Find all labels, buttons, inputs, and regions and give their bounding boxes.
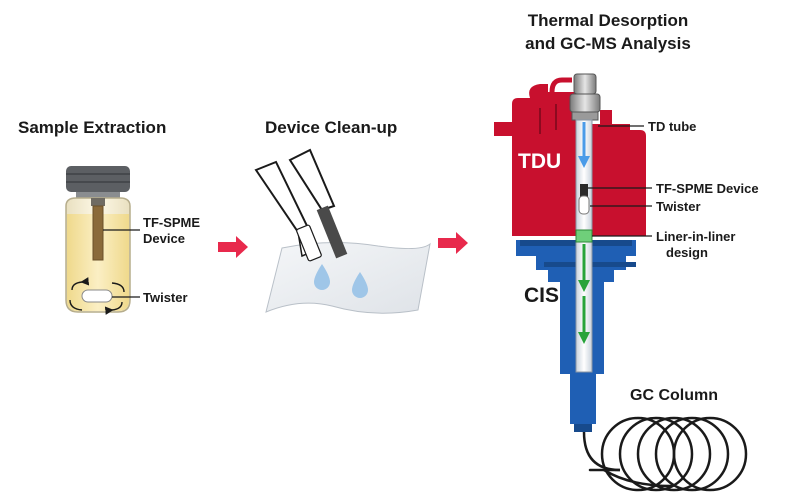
label-gc-column: GC Column [630,387,718,404]
label-td-tube: TD tube [648,119,696,134]
water-drop-2 [352,272,368,298]
title-sample-extraction: Sample Extraction [18,118,166,137]
label-twister: Twister [656,199,701,214]
title-thermal-line1: Thermal Desorption [528,11,689,30]
gc-column-coil [582,416,748,492]
tissue-paper [265,241,431,314]
title-device-cleanup: Device Clean-up [265,118,397,137]
instrument: TDU CIS [494,73,748,492]
td-tube-cap [573,73,597,95]
tweezer-right [288,148,336,212]
liner-in-liner [575,229,593,243]
tf-spme-strip [92,205,104,261]
vial-liquid [67,214,129,311]
process-arrow-1 [218,236,248,258]
spme-strip-held [316,205,348,259]
title-thermal-line2: and GC-MS Analysis [525,34,691,53]
vial-label-twister: Twister [143,290,188,305]
inner-twister [578,195,590,215]
water-drop-1 [314,264,330,290]
vial-label-device-line1: TF-SPME [143,215,200,230]
sample-vial [65,166,140,315]
tdu-label: TDU [518,150,561,173]
cleanup-illustration [254,148,431,314]
twister-bar [81,289,113,303]
label-liner-line2: design [666,245,708,260]
vial-label-device-line2: Device [143,231,185,246]
label-liner-line1: Liner-in-liner [656,229,735,244]
vial-cap [66,166,130,192]
cis-label: CIS [524,284,559,307]
process-arrow-2 [438,232,468,254]
label-tf-spme-device: TF-SPME Device [656,181,759,196]
